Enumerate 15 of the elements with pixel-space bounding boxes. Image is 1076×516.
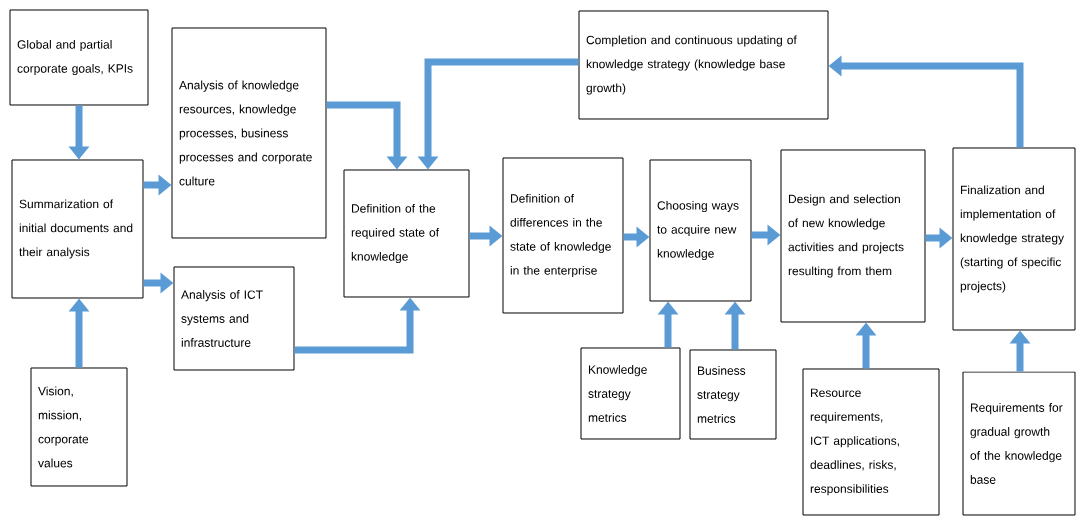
process-box: Vision, mission, corporate values [30,367,128,487]
process-box: Analysis of knowledge resources, knowledge processes, business processes and corporate culture [171,27,327,239]
process-box: Requirements for gradual growth of the knowledge base [962,371,1076,516]
process-box: Choosing ways to acquire new knowledge [649,159,752,302]
process-box: Definition of the required state of knowledge [343,169,470,298]
process-box: Finalization and implementation of knowledge strategy (starting of specific projects) [952,147,1076,331]
process-box: Analysis of ICT systems and infrastructure [173,266,295,371]
process-box: Global and partial corporate goals, KPIs [9,9,149,106]
process-box: Resource requirements, ICT applications, deadlines, risks, responsibilities [802,368,940,516]
process-box: Business strategy metrics [689,349,777,440]
process-box: Knowledge strategy metrics [580,347,681,440]
process-box: Completion and continuous updating of knowledge strategy (knowledge base growth) [578,10,829,120]
process-box: Summarization of initial documents and their analysis [11,159,144,299]
process-box: Design and selection of new knowledge activities and projects resulting from them [780,149,926,323]
process-box: Definition of differences in the state of knowledge in the enterprise [502,157,624,314]
